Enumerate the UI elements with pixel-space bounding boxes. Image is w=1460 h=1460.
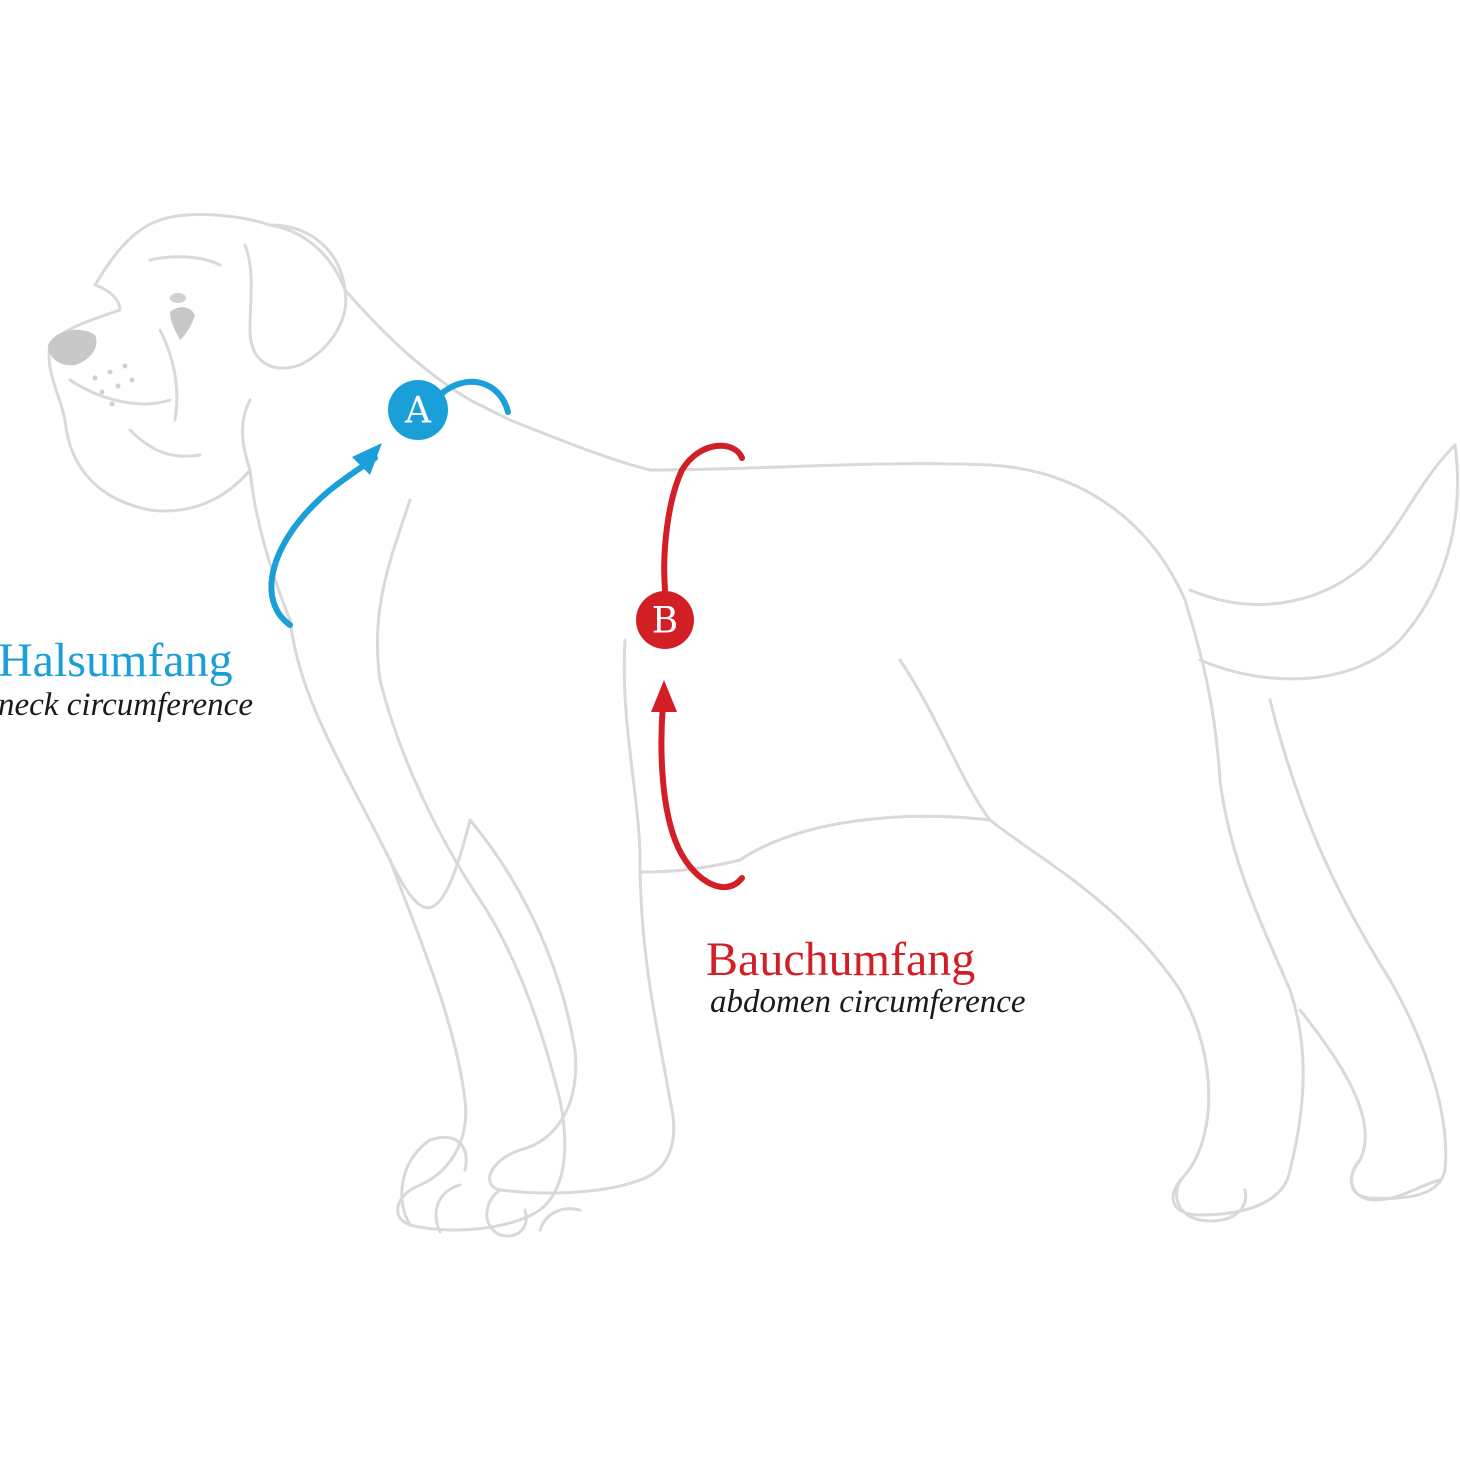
dog-brow	[148, 255, 222, 267]
neck-arrow	[268, 455, 378, 628]
dog-nose	[48, 329, 97, 366]
dog-chest	[288, 618, 472, 910]
dog-whisker-dots	[92, 363, 135, 407]
marker-b-label: B	[652, 601, 678, 642]
dog-tail	[1188, 443, 1459, 681]
dog-muzzle-fold	[158, 328, 179, 422]
dog-rear-leg-back	[1268, 698, 1448, 1200]
dog-paw-rear-back	[1350, 1158, 1442, 1202]
dog-jowl	[68, 378, 202, 458]
neck-arrow-head	[352, 443, 382, 475]
neck-measurement: A	[268, 378, 511, 628]
abdomen-arrow	[658, 702, 745, 891]
neck-label-subtitle: neck circumference	[0, 687, 253, 723]
dog-neck-front	[248, 468, 292, 622]
dog-shoulder	[375, 498, 412, 682]
dog-eye-brow-spot	[170, 293, 186, 303]
abdomen-measurement: B	[636, 442, 745, 891]
marker-a-label: A	[404, 391, 432, 432]
dog-hip-line	[898, 658, 992, 822]
dog-body	[508, 418, 1305, 1217]
dog-belly	[638, 814, 992, 874]
dog-outline	[47, 213, 1459, 1238]
abdomen-circumference-arc	[661, 442, 745, 593]
dog-paw-back-front	[485, 1188, 582, 1238]
abdomen-arrow-head	[651, 680, 677, 712]
dog-eye	[170, 307, 195, 340]
neck-circumference-arc	[437, 378, 511, 415]
neck-label-title: Halsumfang	[0, 634, 233, 687]
abdomen-label-title: Bauchumfang	[706, 933, 975, 986]
abdomen-label-subtitle: abdomen circumference	[710, 984, 1026, 1020]
marker-a-circle	[388, 380, 448, 440]
dog-front-leg-back	[468, 638, 676, 1195]
dog-ear	[243, 223, 348, 370]
dog-head	[47, 213, 347, 513]
dog-paw-front	[400, 1135, 468, 1234]
dog-paw-rear	[1175, 1173, 1248, 1223]
dog-front-leg-front	[378, 678, 567, 1232]
marker-b-circle	[636, 591, 694, 649]
